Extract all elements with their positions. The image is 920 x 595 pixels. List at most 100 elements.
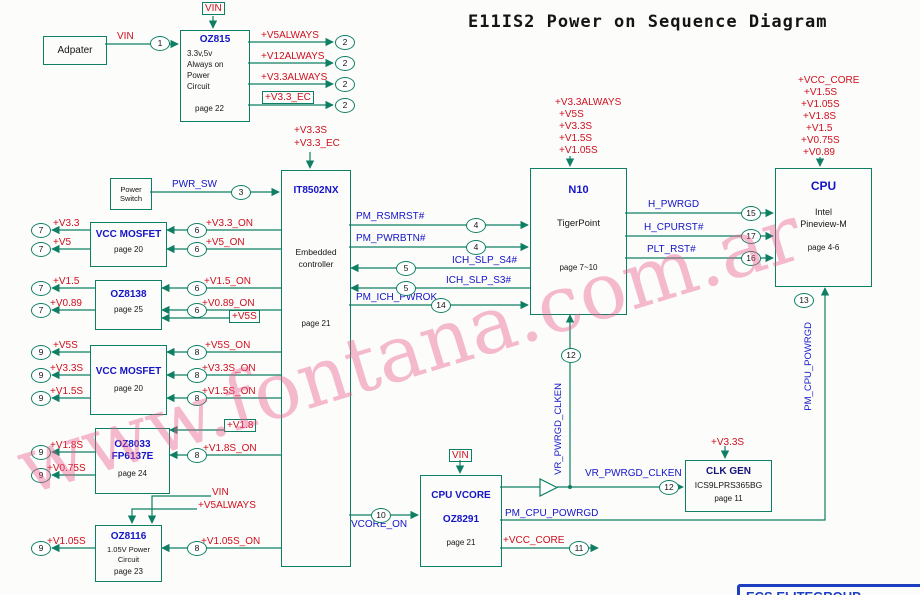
seq-circle-15: 15 — [741, 206, 761, 221]
rail-clkgen: +V3.3S — [711, 437, 745, 448]
seq-circle-7b: 7 — [31, 242, 51, 257]
net-v18s-on: +V1.8S_ON — [203, 443, 257, 454]
net-v105s: +V1.05S — [47, 536, 86, 547]
net-vcc-core-out: +VCC_CORE — [503, 535, 565, 546]
net-pm-pwrbtn: PM_PWRBTN# — [356, 233, 426, 244]
net-v075s: +V0.75S — [47, 463, 86, 474]
net-v5: +V5 — [53, 237, 72, 248]
net-v12always: +V12ALWAYS — [261, 51, 325, 62]
block-cpu-name: CPU — [810, 179, 837, 193]
seq-circle-3: 3 — [231, 185, 251, 200]
block-oz815: OZ815 3.3v,5v Always on Power Circuit pa… — [180, 30, 250, 122]
ecs-logo: ECS ELITEGROUP — [737, 584, 920, 595]
block-n10-name: N10 — [568, 184, 589, 196]
block-clk-gen-name: CLK GEN — [706, 466, 751, 477]
net-v33s: +V3.3S — [50, 363, 84, 374]
block-oz8116-name: OZ8116 — [110, 531, 147, 542]
net-v5s-on: +V5S_ON — [205, 340, 251, 351]
net-v18s: +V1.8S — [50, 440, 84, 451]
net-h-pwrgd: H_PWRGD — [648, 199, 700, 210]
block-oz8116-desc2: Circuit — [117, 555, 140, 564]
block-cpu-desc1: Intel — [814, 207, 832, 217]
seq-circle-5b: 5 — [396, 281, 416, 296]
rail-n10-1: +V3.3ALWAYS — [555, 97, 622, 108]
seq-circle-5a: 5 — [396, 261, 416, 276]
net-v105s-on: +V1.05S_ON — [201, 536, 261, 547]
rail-cpu-4: +V1.8S — [803, 111, 837, 122]
block-n10-desc: TigerPoint — [557, 218, 600, 229]
seq-circle-2b: 2 — [335, 56, 355, 71]
rail-cpu-6: +V0.75S — [801, 135, 840, 146]
seq-circle-8d: 8 — [187, 448, 207, 463]
net-v5-on: +V5_ON — [206, 237, 245, 248]
seq-circle-6d: 6 — [187, 303, 207, 318]
block-power-switch: Power Switch — [110, 178, 152, 210]
rail-cpu-7: +V0.89 — [803, 147, 835, 158]
block-adapter-label: Adpater — [57, 45, 93, 56]
block-oz8033-name: OZ8033 — [114, 439, 151, 450]
net-pm-ich-pwrok: PM_ICH_PWROK — [356, 292, 438, 303]
diagram-title: E11IS2 Power on Sequence Diagram — [468, 12, 828, 32]
block-cpu-vcore-page: page 21 — [446, 538, 476, 547]
seq-circle-11: 11 — [569, 541, 589, 556]
seq-circle-6b: 6 — [187, 242, 207, 257]
net-v33s-on: +V3.3S_ON — [202, 363, 256, 374]
block-cpu-desc2: Pineview-M — [800, 219, 847, 229]
net-pwr-sw: PWR_SW — [172, 179, 217, 190]
block-adapter: Adpater — [43, 36, 107, 65]
block-clk-gen-part: ICS9LPRS365BG — [694, 480, 763, 490]
net-ec-rail1: +V3.3S — [294, 125, 328, 136]
seq-circle-17: 17 — [741, 229, 761, 244]
seq-circle-8e: 8 — [187, 541, 207, 556]
net-v33: +V3.3 — [53, 218, 80, 229]
net-v15-on: +V1.5_ON — [204, 276, 251, 287]
seq-circle-9d: 9 — [31, 445, 51, 460]
block-n10: N10 TigerPoint page 7~10 — [530, 168, 627, 315]
block-n10-page: page 7~10 — [559, 263, 598, 272]
seq-circle-12b: 12 — [561, 348, 581, 363]
net-v5always-oz8116: +V5ALWAYS — [198, 500, 256, 511]
seq-circle-9a: 9 — [31, 345, 51, 360]
seq-circle-14: 14 — [431, 298, 451, 313]
block-oz8116-desc1: 1.05V Power — [107, 545, 150, 554]
block-oz8033-page: page 24 — [118, 469, 147, 478]
block-clk-gen: CLK GEN ICS9LPRS365BG page 11 — [685, 460, 772, 512]
net-v15: +V1.5 — [53, 276, 80, 287]
net-vin-adapter: VIN — [117, 31, 134, 42]
seq-circle-4b: 4 — [466, 240, 486, 255]
block-it8502nx-desc2: controller — [298, 259, 334, 269]
block-vcc-mosfet-2-name: VCC MOSFET — [95, 366, 162, 377]
net-v33-ec-out: +V3.3_EC — [262, 91, 314, 104]
block-power-switch-line1: Power — [120, 185, 142, 194]
seq-circle-2a: 2 — [335, 35, 355, 50]
seq-circle-7a: 7 — [31, 223, 51, 238]
block-it8502nx-desc1: Embedded — [295, 247, 337, 257]
net-vr-pwrgd-clken-vertical: VR_PWRGD_CLKEN — [553, 383, 564, 475]
seq-circle-9f: 9 — [31, 541, 51, 556]
seq-circle-9e: 9 — [31, 468, 51, 483]
net-vin-oz8116: VIN — [212, 487, 229, 498]
block-vcc-mosfet-2-page: page 20 — [114, 384, 143, 393]
seq-circle-9c: 9 — [31, 391, 51, 406]
net-ec-rail2: +V3.3_EC — [294, 138, 340, 149]
block-oz815-desc4: Circuit — [187, 82, 210, 91]
seq-circle-7c: 7 — [31, 281, 51, 296]
seq-circle-6c: 6 — [187, 281, 207, 296]
block-cpu-vcore: CPU VCORE OZ8291 page 21 — [420, 475, 502, 567]
block-oz815-desc2: Always on — [187, 60, 224, 69]
seq-circle-4a: 4 — [466, 218, 486, 233]
seq-circle-8c: 8 — [187, 391, 207, 406]
net-h-cpurst: H_CPURST# — [644, 222, 704, 233]
seq-circle-7d: 7 — [31, 303, 51, 318]
seq-circle-1: 1 — [150, 36, 170, 51]
net-ich-slp-s3: ICH_SLP_S3# — [446, 275, 512, 286]
block-oz815-name: OZ815 — [199, 34, 231, 45]
block-vcc-mosfet-2: VCC MOSFET page 20 — [90, 345, 167, 415]
block-vcc-mosfet-1: VCC MOSFET page 20 — [90, 222, 167, 267]
net-v5s-box: +V5S — [229, 310, 260, 323]
net-v089: +V0.89 — [50, 298, 82, 309]
net-vin-cpu-vcore: VIN — [449, 449, 472, 462]
seq-circle-9b: 9 — [31, 368, 51, 383]
net-vr-pwrgd-clken: VR_PWRGD_CLKEN — [585, 468, 682, 479]
